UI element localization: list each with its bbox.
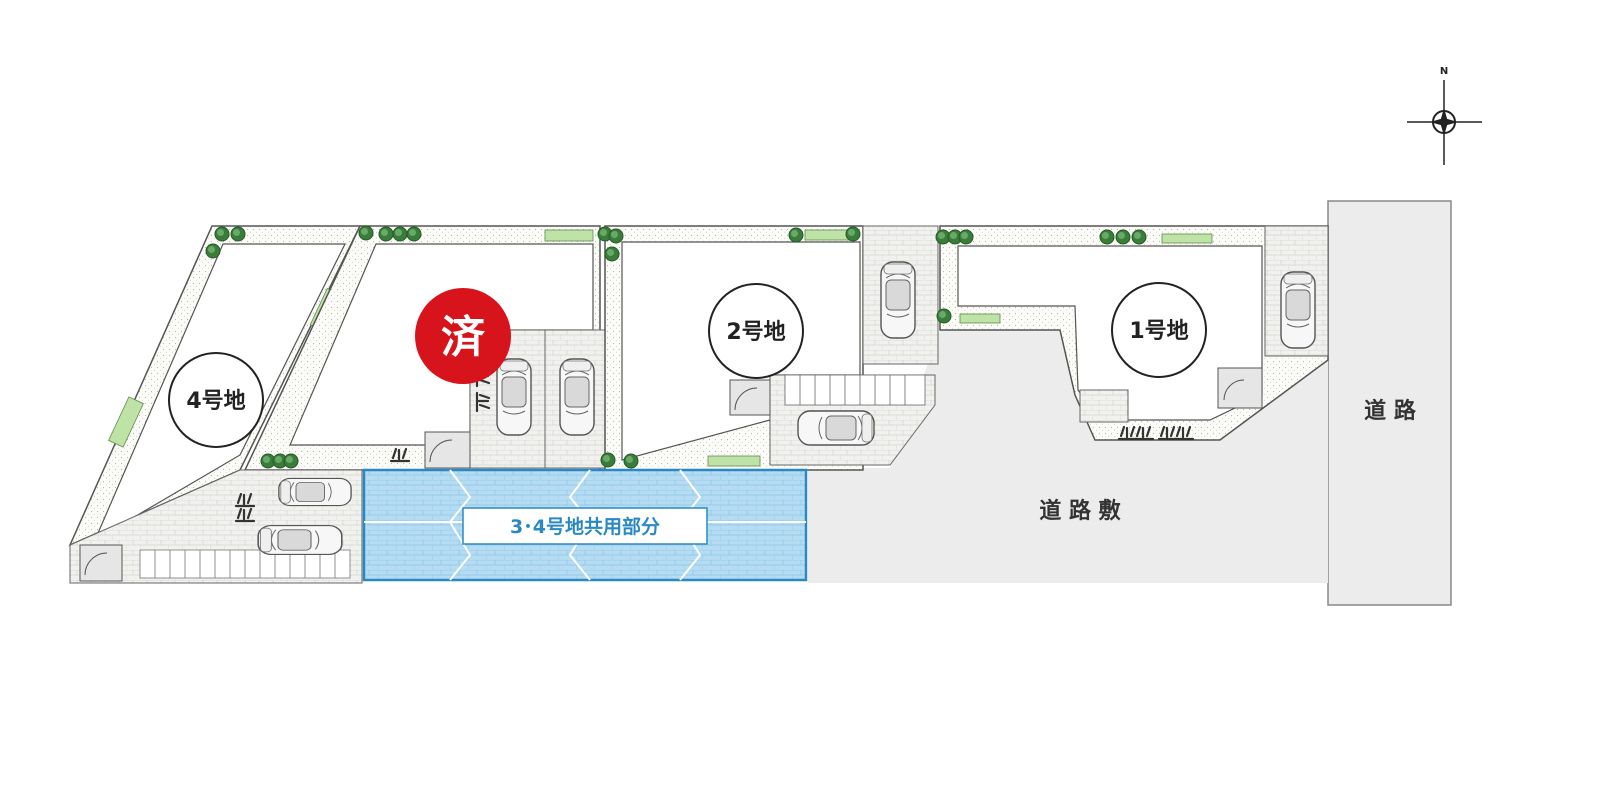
- car-icon: [797, 410, 875, 446]
- tree-icon: [358, 225, 374, 241]
- main-road-label: 道 路: [1364, 398, 1417, 424]
- tree-icon: [378, 226, 394, 242]
- tree-icon: [205, 243, 221, 259]
- lot-4-label: 4号地: [168, 352, 264, 448]
- svg-text:済: 済: [441, 312, 486, 363]
- svg-text:3･4号地共用部分: 3･4号地共用部分: [510, 515, 660, 538]
- tree-icon: [392, 226, 408, 242]
- sold-badge: 済: [415, 288, 511, 384]
- lot-2-label: 2号地: [708, 283, 804, 379]
- svg-text:2号地: 2号地: [726, 320, 785, 345]
- compass-icon: N: [1407, 66, 1482, 165]
- road-area-label: 道 路 敷: [1039, 498, 1121, 524]
- car-icon: [1280, 271, 1316, 349]
- lot-1-label: 1号地: [1111, 282, 1207, 378]
- tree-icon: [788, 227, 804, 243]
- tree-icon: [604, 246, 620, 262]
- car-icon: [880, 261, 916, 339]
- tree-icon: [958, 229, 974, 245]
- tree-icon: [230, 226, 246, 242]
- svg-text:1号地: 1号地: [1129, 319, 1188, 344]
- tree-icon: [623, 453, 639, 469]
- tree-icon: [845, 226, 861, 242]
- tree-icon: [406, 226, 422, 242]
- tree-icon: [1099, 229, 1115, 245]
- car-icon: [278, 477, 352, 507]
- tree-icon: [936, 308, 952, 324]
- road-area: [808, 330, 1328, 583]
- car-icon: [559, 358, 595, 436]
- tree-icon: [608, 228, 624, 244]
- tree-icon: [1115, 229, 1131, 245]
- tree-icon: [1131, 229, 1147, 245]
- tree-icon: [600, 452, 616, 468]
- lot-2: [604, 225, 939, 471]
- car-icon: [496, 358, 532, 436]
- svg-text:N: N: [1440, 66, 1448, 77]
- shared-area-label: 3･4号地共用部分: [462, 507, 708, 545]
- tree-icon: [214, 226, 230, 242]
- main-road: [1327, 200, 1452, 606]
- tree-icon: [283, 453, 299, 469]
- car-icon: [257, 524, 343, 556]
- svg-text:4号地: 4号地: [186, 389, 245, 414]
